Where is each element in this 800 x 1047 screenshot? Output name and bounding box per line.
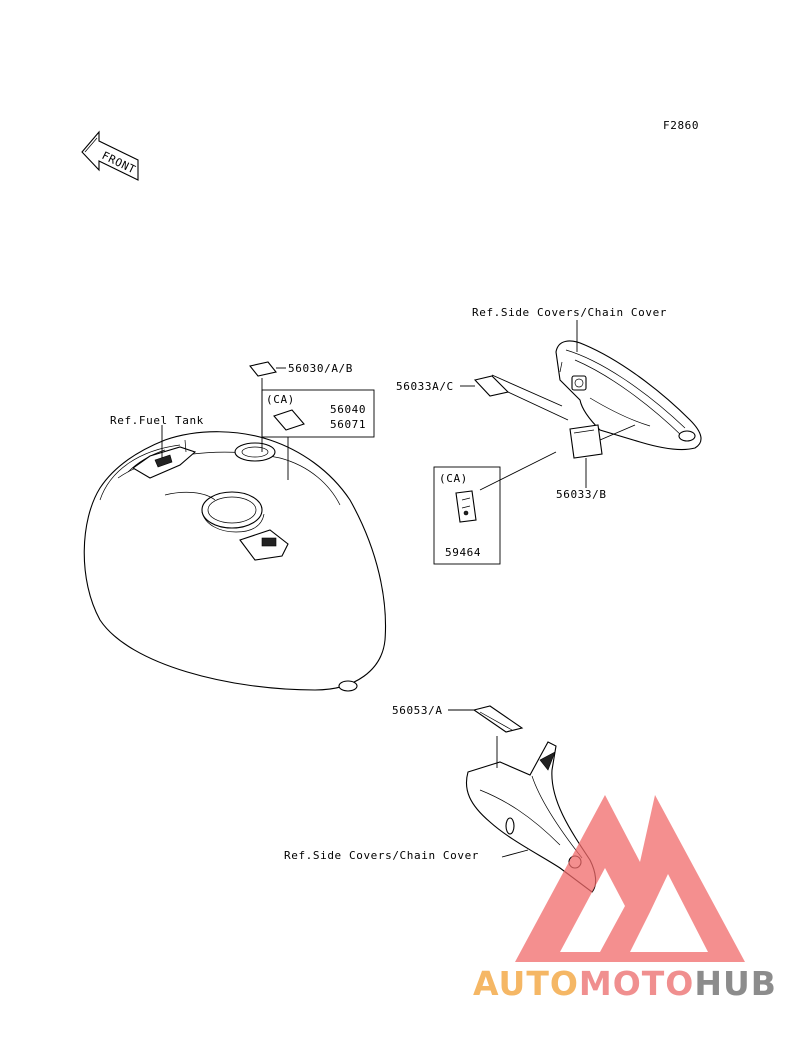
decal-56030	[249, 361, 277, 377]
side-cover-part	[555, 340, 702, 451]
decal-56053a	[472, 705, 524, 733]
label-56071: 56071	[330, 418, 366, 431]
label-ca-box2: (CA)	[439, 472, 468, 485]
watermark-hub: HUB	[694, 964, 777, 1003]
label-ref-side-covers-bottom: Ref.Side Covers/Chain Cover	[284, 849, 479, 862]
decal-59464	[455, 490, 477, 523]
label-ref-side-covers-top: Ref.Side Covers/Chain Cover	[472, 306, 667, 319]
label-56040: 56040	[330, 403, 366, 416]
ca-box-side-cover	[433, 466, 501, 565]
fuel-tank	[83, 431, 387, 692]
label-56053a: 56053/A	[392, 704, 443, 717]
label-56033ac: 56033A/C	[396, 380, 454, 393]
label-56033b: 56033/B	[556, 488, 607, 501]
leader-lines	[161, 320, 636, 858]
watermark-text: AUTOMOTOHUB	[473, 964, 777, 1003]
label-56030: 56030/A/B	[288, 362, 353, 375]
watermark-moto: MOTO	[579, 964, 694, 1003]
label-ref-fuel-tank: Ref.Fuel Tank	[110, 414, 204, 427]
label-59464: 59464	[445, 546, 481, 559]
decal-56033b	[569, 424, 603, 459]
watermark-logo-icon	[515, 795, 745, 962]
watermark-auto: AUTO	[473, 964, 579, 1003]
decal-56040	[273, 409, 305, 431]
front-arrow-icon: FRONT	[81, 130, 139, 181]
ca-box-fuel-tank	[261, 389, 375, 438]
figure-code: F2860	[663, 119, 699, 132]
label-ca-box1: (CA)	[266, 393, 295, 406]
decal-56033ac	[473, 375, 510, 397]
